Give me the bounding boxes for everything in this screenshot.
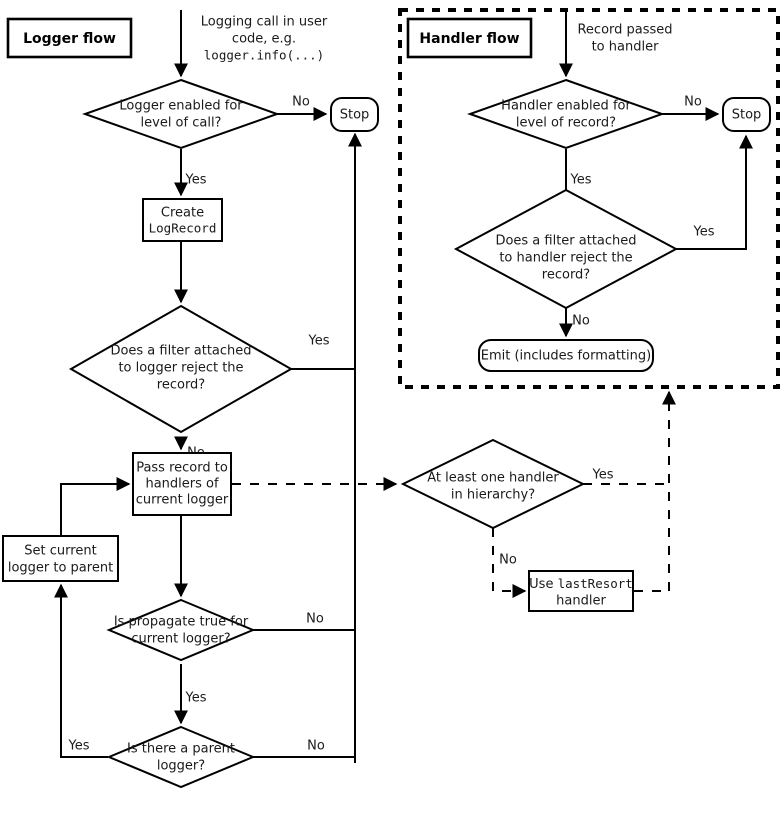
- process-create-logrecord-line2: LogRecord: [149, 221, 217, 236]
- decision-handler-filter-line3: record?: [542, 268, 590, 283]
- handler-flow-group-border: [398, 8, 780, 389]
- terminal-emit-label: Emit (includes formatting): [481, 349, 651, 364]
- process-pass-record-line2: handlers of: [145, 477, 219, 492]
- edge-label-handler-enabled-yes: Yes: [570, 173, 592, 188]
- terminal-stop-handler-label: Stop: [732, 108, 762, 123]
- edge-label-propagate-yes: Yes: [185, 691, 207, 706]
- edge-handler-check-no-to-last-resort: [492, 528, 527, 598]
- process-use-last-resort[interactable]: [528, 570, 634, 612]
- handler-flow-title: Handler flow: [419, 31, 519, 47]
- decision-at-least-one-handler-line2: in hierarchy?: [451, 488, 535, 503]
- decision-has-parent-logger-line2: logger?: [157, 759, 205, 774]
- edge-label-has-parent-no: No: [307, 739, 325, 754]
- decision-logger-filter-line2: to logger reject the: [118, 361, 243, 376]
- decision-is-propagate[interactable]: [106, 598, 256, 662]
- process-set-logger-parent[interactable]: [2, 535, 119, 582]
- process-create-logrecord-line1: Create: [161, 206, 204, 221]
- edge-label-handler-hierarchy-no: No: [499, 553, 517, 568]
- process-set-logger-parent-line1: Set current: [24, 544, 96, 559]
- process-create-logrecord[interactable]: [142, 198, 223, 242]
- decision-logger-filter-line1: Does a filter attached: [110, 344, 251, 359]
- decision-handler-filter-line1: Does a filter attached: [495, 234, 636, 249]
- logging-call-line2: code, e.g.: [232, 32, 296, 47]
- terminal-stop-logger-label: Stop: [340, 108, 370, 123]
- decision-handler-enabled-line1: Handler enabled for: [501, 99, 631, 114]
- decision-handler-filter[interactable]: [453, 188, 679, 310]
- process-use-last-resort-line2: handler: [556, 594, 606, 609]
- logging-call-line1: Logging call in user: [201, 15, 328, 30]
- record-passed-line1: Record passed: [577, 23, 672, 38]
- decision-at-least-one-handler-line1: At least one handler: [427, 471, 559, 486]
- decision-at-least-one-handler[interactable]: [400, 438, 586, 530]
- process-pass-record[interactable]: [132, 452, 232, 516]
- terminal-emit[interactable]: [478, 339, 654, 372]
- decision-handler-enabled[interactable]: [467, 78, 665, 150]
- process-use-last-resort-line1: Use lastResort: [529, 576, 633, 592]
- decision-is-propagate-line2: current logger?: [131, 632, 230, 647]
- decision-logger-filter[interactable]: [68, 304, 294, 434]
- decision-has-parent-logger[interactable]: [106, 725, 256, 789]
- edge-label-handler-enabled-no: No: [684, 95, 702, 110]
- edge-set-parent-to-pass-record: [60, 477, 131, 536]
- edge-label-logger-enabled-no: No: [292, 95, 310, 110]
- logger-flow-title-box: [6, 17, 133, 59]
- decision-handler-filter-line2: to handler reject the: [499, 251, 632, 266]
- process-pass-record-line1: Pass record to: [136, 461, 228, 476]
- terminal-stop-handler[interactable]: [722, 97, 771, 132]
- handler-flow-title-box: [406, 17, 533, 59]
- decision-logger-filter-line3: record?: [157, 378, 205, 393]
- edge-label-logger-enabled-yes: Yes: [185, 173, 207, 188]
- process-pass-record-line3: current logger: [136, 493, 229, 508]
- decision-logger-enabled[interactable]: [82, 78, 280, 150]
- decision-logger-enabled-line1: Logger enabled for: [119, 99, 243, 114]
- edge-label-handler-hierarchy-yes: Yes: [592, 468, 614, 483]
- record-passed-line2: to handler: [592, 40, 659, 55]
- decision-is-propagate-line1: Is propagate true for: [114, 615, 249, 630]
- decision-logger-enabled-line2: level of call?: [141, 116, 222, 131]
- edge-handler-filter-yes-to-stop: [676, 134, 753, 250]
- edge-has-parent-yes-to-set-parent: [54, 583, 108, 758]
- edge-label-logger-filter-yes: Yes: [308, 334, 330, 349]
- edge-label-handler-filter-no: No: [572, 314, 590, 329]
- edge-label-propagate-no: No: [306, 612, 324, 627]
- edge-label-has-parent-yes: Yes: [68, 739, 90, 754]
- logging-call-line3: logger.info(...): [204, 48, 324, 63]
- decision-has-parent-logger-line1: Is there a parent: [127, 742, 235, 757]
- terminal-stop-logger[interactable]: [330, 97, 379, 132]
- decision-handler-enabled-line2: level of record?: [516, 116, 616, 131]
- logger-flow-title: Logger flow: [23, 31, 116, 47]
- edge-label-handler-filter-yes: Yes: [693, 225, 715, 240]
- process-set-logger-parent-line2: logger to parent: [8, 561, 113, 576]
